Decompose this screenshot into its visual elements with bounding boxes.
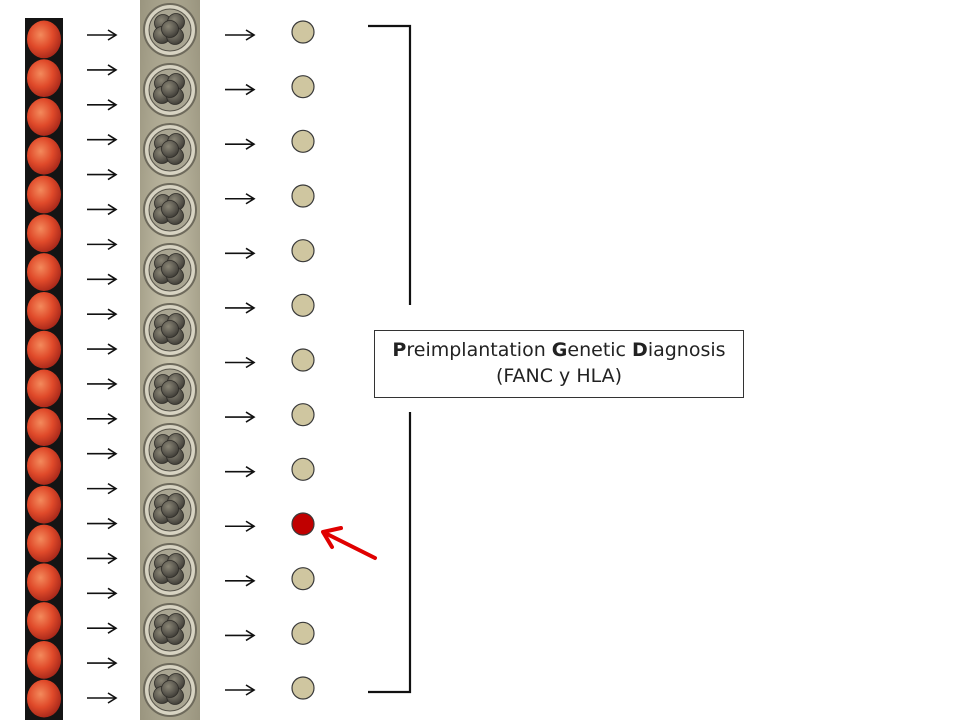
egg-cell: [27, 679, 61, 718]
right-arrow-icon: [87, 238, 118, 251]
embryo: [143, 63, 197, 117]
bracket-bottom: [368, 412, 412, 694]
embryo: [143, 183, 197, 237]
right-arrow-icon: [87, 587, 118, 599]
right-arrow-icon: [225, 302, 256, 314]
biopsy-cell: [291, 676, 315, 700]
biopsy-cell: [291, 403, 315, 427]
biopsy-cell: [291, 184, 315, 208]
biopsy-cell: [291, 20, 315, 44]
embryo: [143, 243, 197, 297]
biopsy-cell: [291, 239, 315, 263]
right-arrow-icon: [225, 247, 256, 260]
embryo: [143, 3, 197, 57]
biopsy-cell-column: [291, 20, 315, 700]
embryo: [143, 423, 197, 477]
right-arrow-icon: [225, 356, 256, 369]
egg-cell: [27, 253, 61, 291]
egg-cell: [27, 602, 61, 640]
egg-column: [25, 18, 63, 720]
right-arrow-icon: [225, 29, 256, 41]
right-arrow-icon: [87, 308, 118, 320]
right-arrow-icon: [225, 411, 256, 423]
egg-cell: [27, 330, 61, 369]
biopsy-cell: [291, 457, 315, 481]
pgd-title-part: reimplantation: [406, 339, 552, 362]
pgd-label-box: Preimplantation Genetic Diagnosis (FANC …: [374, 330, 744, 398]
right-arrow-icon: [87, 448, 118, 460]
egg-cell: [27, 291, 61, 330]
right-arrow-icon: [225, 684, 256, 696]
right-arrow-icon: [87, 552, 118, 565]
pgd-title-part: P: [392, 339, 407, 362]
selected-biopsy-cell: [291, 512, 315, 536]
pgd-title-part: D: [632, 339, 648, 362]
right-arrow-icon: [87, 692, 118, 704]
biopsy-cell: [291, 567, 315, 591]
selection-pointer-arrow: [321, 526, 377, 560]
right-arrow-icon: [87, 378, 118, 390]
egg-cell: [27, 485, 61, 524]
right-arrow-icon: [225, 193, 256, 205]
arrow-column-2: [225, 29, 256, 696]
embryo: [143, 483, 197, 537]
right-arrow-icon: [87, 413, 118, 425]
pgd-title-part: G: [551, 339, 568, 362]
right-arrow-icon: [87, 273, 118, 285]
right-arrow-icon: [225, 138, 256, 150]
bracket-top: [368, 24, 412, 305]
embryo: [143, 543, 197, 597]
egg-cell: [27, 136, 61, 175]
embryo: [143, 123, 197, 177]
right-arrow-icon: [225, 465, 256, 478]
egg-cell: [27, 369, 61, 408]
right-arrow-icon: [87, 64, 118, 76]
embryo-column: [140, 0, 200, 720]
pgd-title-part: enetic: [567, 339, 633, 362]
egg-cell: [27, 563, 61, 602]
egg-cell: [27, 175, 61, 214]
right-arrow-icon: [87, 622, 118, 634]
right-arrow-icon: [225, 629, 256, 642]
egg-cell: [27, 447, 61, 485]
right-arrow-icon: [87, 343, 118, 355]
egg-cell: [27, 408, 61, 447]
right-arrow-icon: [87, 203, 118, 216]
right-arrow-icon: [225, 83, 256, 96]
egg-cell: [27, 524, 61, 563]
bracket: [368, 24, 412, 694]
embryo: [143, 363, 197, 417]
biopsy-cell: [291, 348, 315, 372]
arrow-column-1: [87, 29, 118, 704]
egg-cell: [27, 59, 61, 98]
right-arrow-icon: [225, 575, 256, 587]
embryo: [143, 303, 197, 357]
right-arrow-icon: [225, 520, 256, 532]
embryo: [143, 603, 197, 657]
biopsy-cell: [291, 75, 315, 99]
pgd-subtitle: (FANC y HLA): [495, 365, 623, 387]
right-arrow-icon: [87, 99, 118, 111]
egg-cell: [27, 640, 61, 679]
pgd-title-part: iagnosis: [647, 339, 726, 362]
red-pointer-arrow-icon: [321, 526, 377, 560]
egg-cell: [27, 214, 61, 253]
right-arrow-icon: [87, 29, 118, 41]
right-arrow-icon: [87, 657, 118, 669]
biopsy-cell: [291, 293, 315, 317]
egg-cell: [27, 20, 61, 59]
embryo: [143, 663, 197, 717]
right-arrow-icon: [87, 517, 118, 530]
biopsy-cell: [291, 129, 315, 153]
egg-cell: [27, 98, 61, 136]
right-arrow-icon: [87, 134, 118, 146]
right-arrow-icon: [87, 482, 118, 495]
biopsy-cell: [291, 621, 315, 645]
pgd-title: Preimplantation Genetic Diagnosis: [392, 338, 725, 364]
right-arrow-icon: [87, 168, 118, 181]
